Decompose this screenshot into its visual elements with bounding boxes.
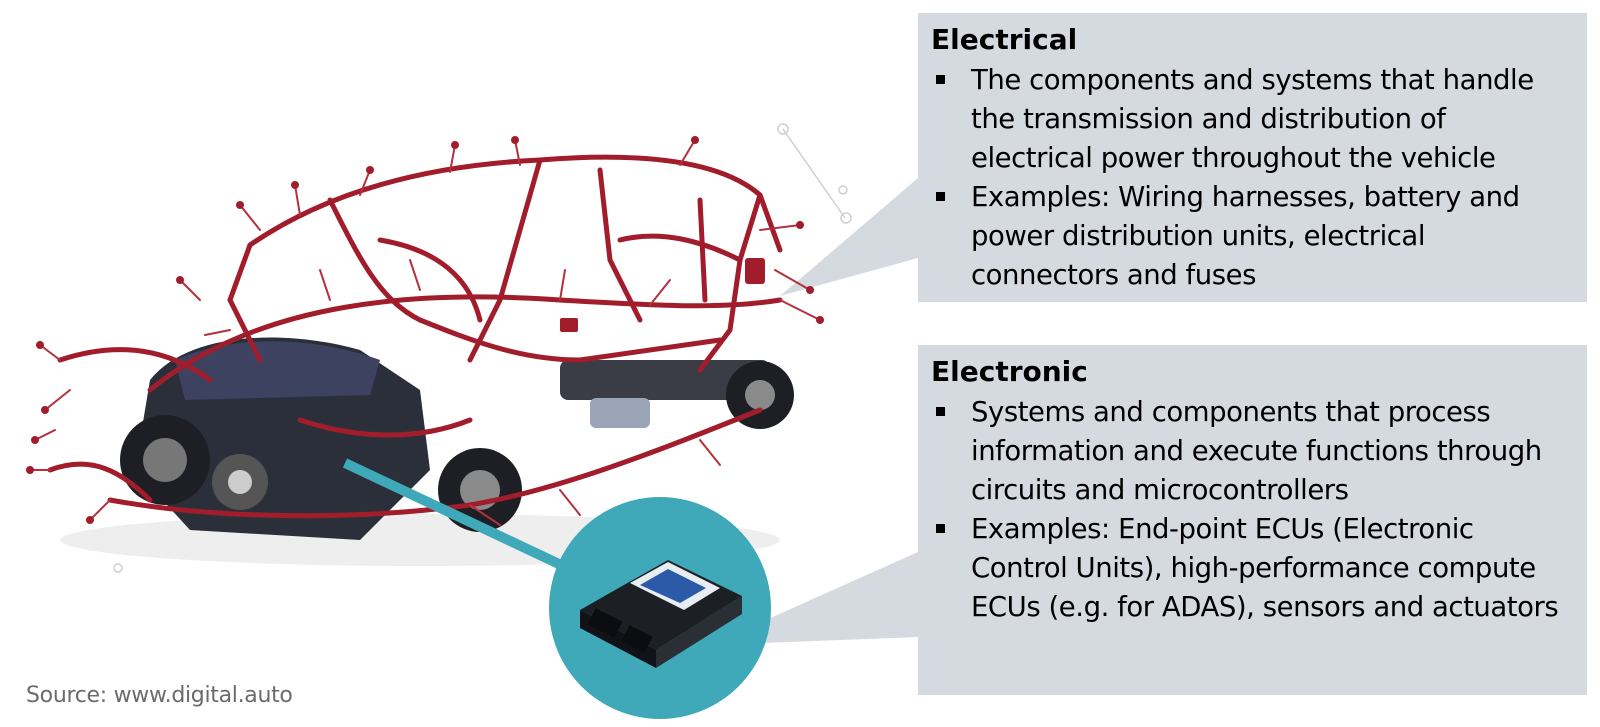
electrical-panel: Electrical The components and systems th… [918,13,1587,302]
electronic-bullet-list: Systems and components that process info… [931,393,1573,627]
electronic-panel: Electronic Systems and components that p… [918,345,1587,695]
electrical-heading: Electrical [931,23,1078,56]
electronic-bullet-definition: Systems and components that process info… [931,393,1573,510]
source-caption: Source: www.digital.auto [26,683,293,708]
electrical-callout-pointer [780,178,918,296]
electrical-bullet-list: The components and systems that handle t… [931,61,1573,295]
vehicle-wiring-harness-image [26,136,824,566]
electronic-bullet-examples: Examples: End-point ECUs (Electronic Con… [931,510,1573,627]
electrical-bullet-examples: Examples: Wiring harnesses, battery and … [931,178,1573,295]
ecu-module-image [580,560,742,668]
electrical-bullet-definition: The components and systems that handle t… [931,61,1573,178]
electronic-heading: Electronic [931,355,1088,388]
decorative-network-nodes [113,123,852,573]
